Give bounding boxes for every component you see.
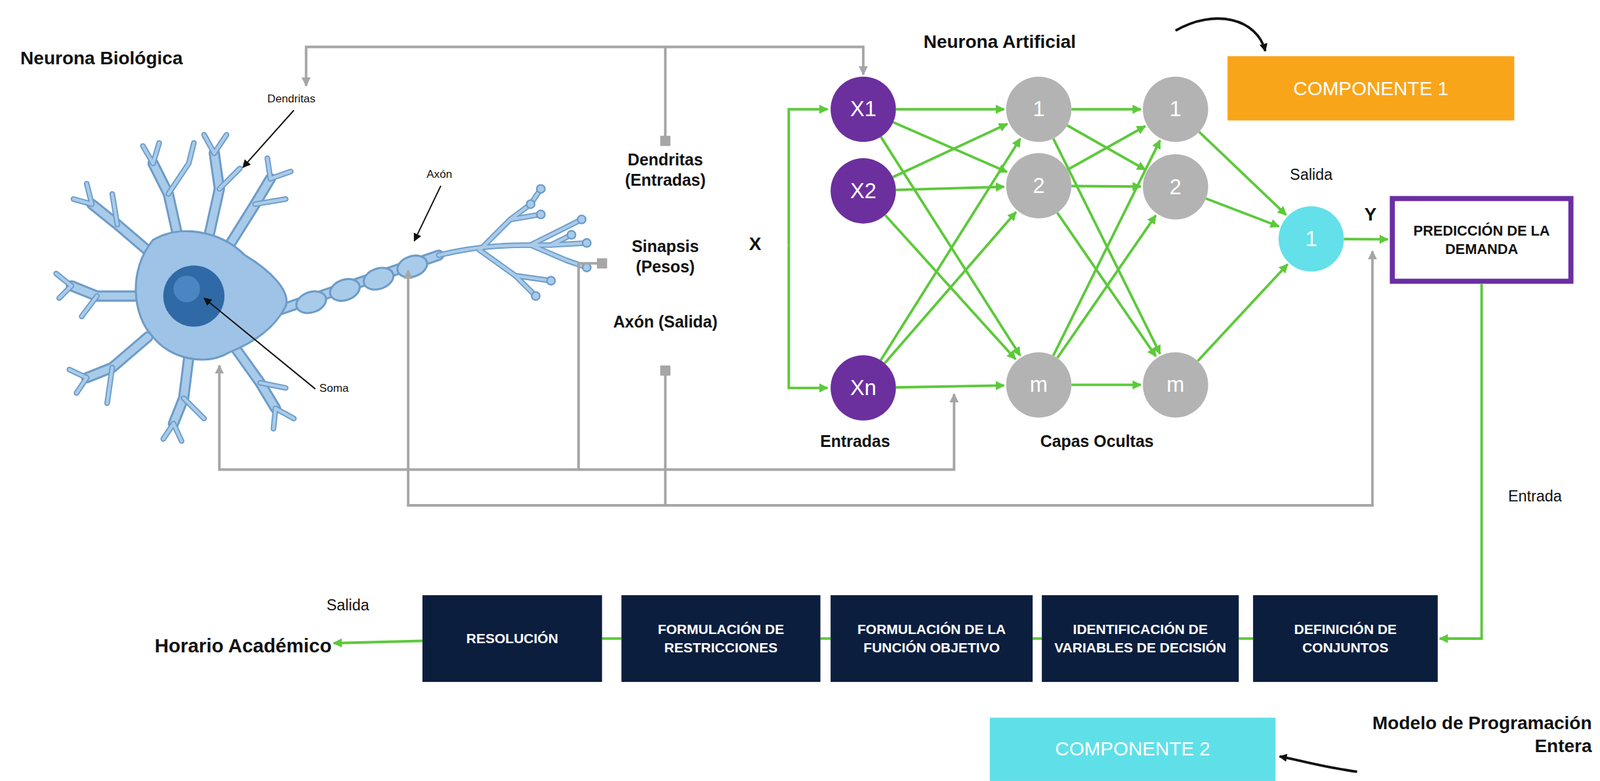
connector bbox=[1057, 215, 1156, 358]
node-text: DEFINICIÓN DE CONJUNTOS bbox=[1252, 620, 1438, 657]
node-text: Xn bbox=[850, 375, 877, 400]
analogy-label: Sinapsis (Pesos) bbox=[604, 236, 727, 278]
hidden-neuron: 2 bbox=[1142, 154, 1209, 220]
connector bbox=[1067, 125, 1146, 170]
neuron-body bbox=[56, 134, 588, 441]
connector bbox=[892, 123, 1007, 178]
node-text: PREDICCIÓN DE LA DEMANDA bbox=[1394, 221, 1568, 259]
analogy-label: Axón (Salida) bbox=[604, 312, 727, 333]
component-badge: COMPONENTE 2 bbox=[989, 717, 1276, 781]
connector bbox=[1071, 107, 1141, 111]
hidden-neuron: 1 bbox=[1142, 76, 1209, 143]
connector bbox=[820, 636, 832, 640]
node-text: X1 bbox=[850, 97, 877, 122]
node-text: COMPONENTE 2 bbox=[1054, 738, 1210, 761]
connector bbox=[1053, 140, 1161, 356]
component-badge: COMPONENTE 1 bbox=[1227, 56, 1515, 121]
input-neuron: Xn bbox=[830, 354, 897, 421]
part-name: Soma bbox=[319, 381, 381, 396]
node-text: 1 bbox=[1169, 97, 1182, 122]
process-step: RESOLUCIÓN bbox=[422, 594, 603, 682]
vector-symbol: X bbox=[749, 232, 780, 256]
layer-label: Entradas bbox=[793, 431, 917, 452]
node-text: 1 bbox=[1032, 97, 1045, 122]
part-name: Dendritas bbox=[267, 91, 349, 106]
flow-label: Entrada bbox=[1508, 486, 1599, 506]
connector bbox=[1067, 125, 1146, 170]
analogy-label: Dendritas (Entradas) bbox=[604, 150, 727, 191]
node-text: FORMULACIÓN DE LA FUNCIÓN OBJETIVO bbox=[830, 620, 1033, 657]
connector bbox=[881, 136, 1021, 355]
flow-label: Salida bbox=[326, 595, 409, 615]
node-text: Horario Académico bbox=[154, 635, 332, 658]
process-step: IDENTIFICACIÓN DE VARIABLES DE DECISIÓN bbox=[1041, 594, 1239, 682]
connector bbox=[896, 107, 1005, 111]
connector bbox=[896, 385, 1005, 388]
leader-lines bbox=[204, 110, 441, 390]
connector bbox=[602, 636, 622, 640]
analogy-wires bbox=[219, 47, 1373, 506]
connector bbox=[1205, 198, 1279, 227]
node-text: 2 bbox=[1032, 173, 1045, 198]
input-bracket bbox=[788, 108, 828, 388]
hidden-neuron: 2 bbox=[1006, 152, 1072, 219]
node-text: 2 bbox=[1169, 174, 1182, 199]
nucleus bbox=[163, 265, 225, 327]
connector bbox=[1344, 237, 1389, 241]
connector bbox=[1238, 636, 1253, 640]
connector bbox=[1032, 636, 1042, 640]
node-text: FORMULACIÓN DE RESTRICCIONES bbox=[621, 620, 821, 657]
node-text: X2 bbox=[850, 178, 877, 203]
input-neuron: X2 bbox=[830, 158, 897, 224]
connector bbox=[1439, 283, 1482, 639]
node-text: COMPONENTE 1 bbox=[1293, 76, 1449, 100]
section-title: Modelo de Programación Entera bbox=[1331, 711, 1593, 758]
layer-label: Capas Ocultas bbox=[1015, 431, 1179, 452]
node-text: 1 bbox=[1305, 226, 1318, 251]
hidden-neuron: m bbox=[1142, 352, 1209, 418]
output-label: Salida bbox=[1270, 165, 1353, 185]
node-text: m bbox=[1166, 372, 1185, 397]
connector bbox=[333, 640, 423, 643]
connector bbox=[893, 122, 1007, 172]
part-name: Axón bbox=[426, 167, 478, 182]
connector bbox=[1197, 264, 1288, 361]
process-step: FORMULACIÓN DE RESTRICCIONES bbox=[621, 594, 821, 682]
soma-shape bbox=[135, 230, 287, 359]
node-text: RESOLUCIÓN bbox=[466, 629, 559, 647]
myelin-sheath bbox=[293, 251, 430, 317]
node-text: m bbox=[1029, 372, 1048, 397]
input-neuron: X1 bbox=[830, 76, 897, 143]
section-title: Neurona Artificial bbox=[923, 30, 1169, 54]
process-step: FORMULACIÓN DE LA FUNCIÓN OBJETIVO bbox=[830, 594, 1033, 682]
connector bbox=[1071, 383, 1141, 386]
hidden-neuron: 1 bbox=[1006, 76, 1072, 143]
process-step: DEFINICIÓN DE CONJUNTOS bbox=[1252, 594, 1438, 682]
axon-terminals bbox=[526, 184, 592, 301]
result-text: Horario Académico bbox=[97, 629, 332, 663]
connector bbox=[880, 138, 1021, 361]
connector bbox=[884, 211, 1017, 363]
connector bbox=[1199, 131, 1287, 216]
node-text: IDENTIFICACIÓN DE VARIABLES DE DECISIÓN bbox=[1041, 620, 1239, 657]
output-box: PREDICCIÓN DE LA DEMANDA bbox=[1390, 196, 1574, 285]
section-title: Neurona Biológica bbox=[20, 47, 266, 71]
hidden-neuron: m bbox=[1006, 352, 1072, 418]
output-neuron: 1 bbox=[1278, 205, 1345, 272]
connector bbox=[1071, 184, 1141, 189]
